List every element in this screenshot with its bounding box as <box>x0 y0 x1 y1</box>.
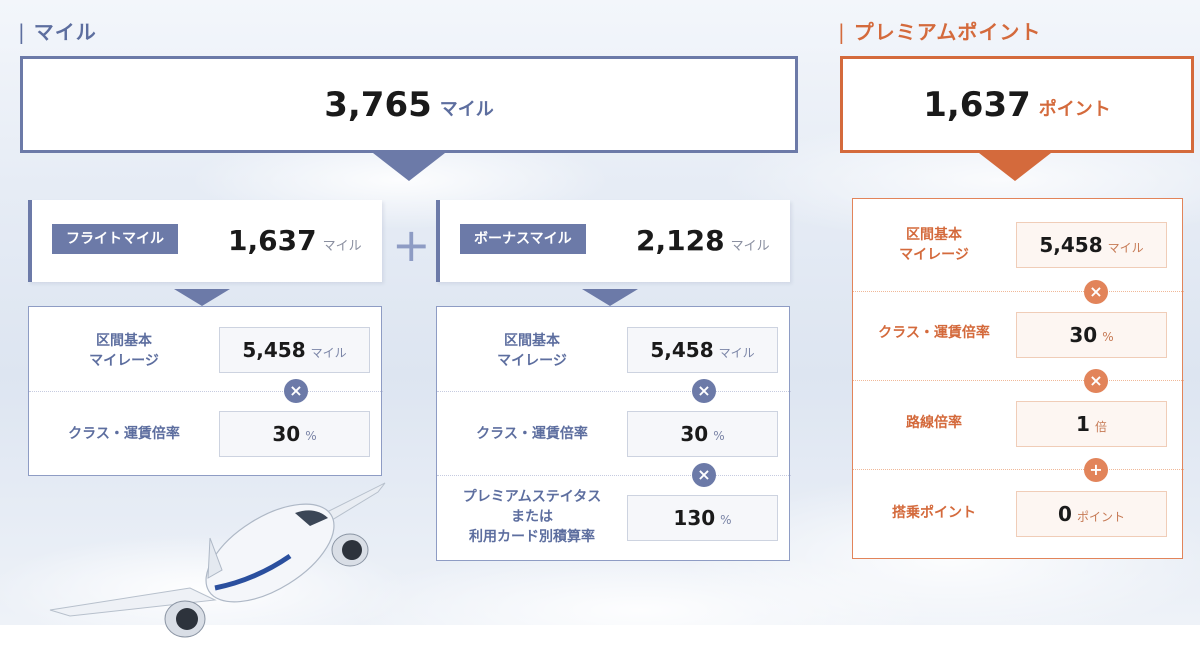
bonus-row1-label: 区間基本 マイレージ <box>437 331 627 371</box>
flight-miles-value: 1,637 <box>228 224 317 257</box>
flight-row1-label: 区間基本 マイレージ <box>29 331 219 371</box>
premium-arrow-down <box>979 153 1051 181</box>
premium-row4-value: 0 <box>1058 502 1072 526</box>
premium-row1-value-box: 5,458 マイル <box>1016 222 1167 268</box>
premium-section-title: | プレミアムポイント <box>838 16 1041 45</box>
flight-row2-value: 30 <box>272 422 301 446</box>
flight-miles-unit: マイル <box>322 239 362 254</box>
multiply-icon: × <box>1084 280 1108 304</box>
flight-row2-unit: % <box>305 429 317 443</box>
premium-row2-value-box: 30 % <box>1016 312 1167 358</box>
bonus-row2-value-box: 30 % <box>627 411 778 457</box>
premium-row4-unit: ポイント <box>1076 509 1125 524</box>
premium-row1-label: 区間基本 マイレージ <box>853 225 1015 265</box>
label-line: 区間基本 <box>504 333 560 349</box>
miles-section-title: | マイル <box>18 16 97 45</box>
premium-row3-value: 1 <box>1076 412 1090 436</box>
flight-row2-label: クラス・運賃倍率 <box>68 426 180 442</box>
row-divider <box>853 291 1184 292</box>
row-divider <box>29 391 383 392</box>
bonus-row2-value: 30 <box>680 422 709 446</box>
flight-miles-detail: 区間基本 マイレージ 5,458 マイル × クラス・運賃倍率 30 % <box>28 306 383 476</box>
bonus-miles-card: ボーナスマイル 2,128 マイル <box>436 200 790 282</box>
label-line: プレミアムステイタス <box>462 489 602 505</box>
miles-total-value: 3,765 <box>324 84 432 125</box>
airplane-image <box>49 482 386 638</box>
bonus-miles-detail: 区間基本 マイレージ 5,458 マイル × クラス・運賃倍率 30 % × プ… <box>436 306 791 561</box>
premium-row2-label: クラス・運賃倍率 <box>878 325 990 341</box>
label-line: または <box>511 509 553 525</box>
premium-row1-unit: マイル <box>1107 240 1144 255</box>
bonus-row3-unit: % <box>720 513 732 527</box>
premium-row1-value: 5,458 <box>1039 233 1103 257</box>
label-line: 区間基本 <box>96 333 152 349</box>
multiply-icon: × <box>284 379 308 403</box>
bonus-row3-value: 130 <box>673 506 716 530</box>
miles-arrow-down <box>373 153 445 181</box>
label-line: マイレージ <box>89 353 159 369</box>
label-line: マイレージ <box>497 353 567 369</box>
flight-arrow-down <box>174 289 230 306</box>
label-line: 利用カード別積算率 <box>469 529 595 545</box>
plus-circle-icon: + <box>1084 458 1108 482</box>
premium-row3-label: 路線倍率 <box>906 415 962 431</box>
miles-title-text: マイル <box>33 20 97 44</box>
flight-row1-value-box: 5,458 マイル <box>219 327 370 373</box>
bonus-row1-value-box: 5,458 マイル <box>627 327 778 373</box>
row-divider <box>853 380 1184 381</box>
flight-miles-label: フライトマイル <box>52 224 178 254</box>
flight-miles-amount: 1,637 マイル <box>228 224 362 257</box>
bonus-miles-value: 2,128 <box>636 224 725 257</box>
premium-row4-label: 搭乗ポイント <box>892 505 976 521</box>
premium-detail: 区間基本 マイレージ 5,458 マイル × クラス・運賃倍率 30 % × 路… <box>852 198 1184 559</box>
title-bar: | <box>18 20 26 44</box>
multiply-icon: × <box>692 463 716 487</box>
premium-total-value: 1,637 <box>923 84 1031 125</box>
bonus-row1-value: 5,458 <box>650 338 714 362</box>
flight-row1-unit: マイル <box>310 345 347 360</box>
row-divider <box>853 469 1184 470</box>
premium-title-text: プレミアムポイント <box>853 20 1042 44</box>
row-divider <box>437 475 791 476</box>
bonus-miles-label: ボーナスマイル <box>460 224 586 254</box>
premium-row3-unit: 倍 <box>1094 419 1107 434</box>
premium-total-unit: ポイント <box>1038 98 1111 120</box>
bonus-miles-unit: マイル <box>730 239 770 254</box>
bonus-row3-label: プレミアムステイタス または 利用カード別積算率 <box>437 487 627 547</box>
multiply-icon: × <box>1084 369 1108 393</box>
bonus-arrow-down <box>582 289 638 306</box>
label-line: 区間基本 <box>906 227 962 243</box>
plus-icon: + <box>392 218 431 272</box>
bonus-miles-amount: 2,128 マイル <box>636 224 770 257</box>
flight-row1-value: 5,458 <box>242 338 306 362</box>
multiply-icon: × <box>692 379 716 403</box>
flight-row2-value-box: 30 % <box>219 411 370 457</box>
row-divider <box>437 391 791 392</box>
bonus-row2-label: クラス・運賃倍率 <box>476 426 588 442</box>
bonus-row2-unit: % <box>713 429 725 443</box>
premium-row2-unit: % <box>1102 330 1114 344</box>
premium-total-box: 1,637 ポイント <box>840 56 1194 153</box>
flight-miles-card: フライトマイル 1,637 マイル <box>28 200 382 282</box>
premium-row3-value-box: 1 倍 <box>1016 401 1167 447</box>
bonus-row1-unit: マイル <box>718 345 755 360</box>
premium-row4-value-box: 0 ポイント <box>1016 491 1167 537</box>
miles-total-box: 3,765 マイル <box>20 56 798 153</box>
bonus-row3-value-box: 130 % <box>627 495 778 541</box>
miles-total-unit: マイル <box>439 98 494 120</box>
premium-row2-value: 30 <box>1069 323 1098 347</box>
label-line: マイレージ <box>899 247 969 263</box>
title-bar: | <box>838 20 846 44</box>
